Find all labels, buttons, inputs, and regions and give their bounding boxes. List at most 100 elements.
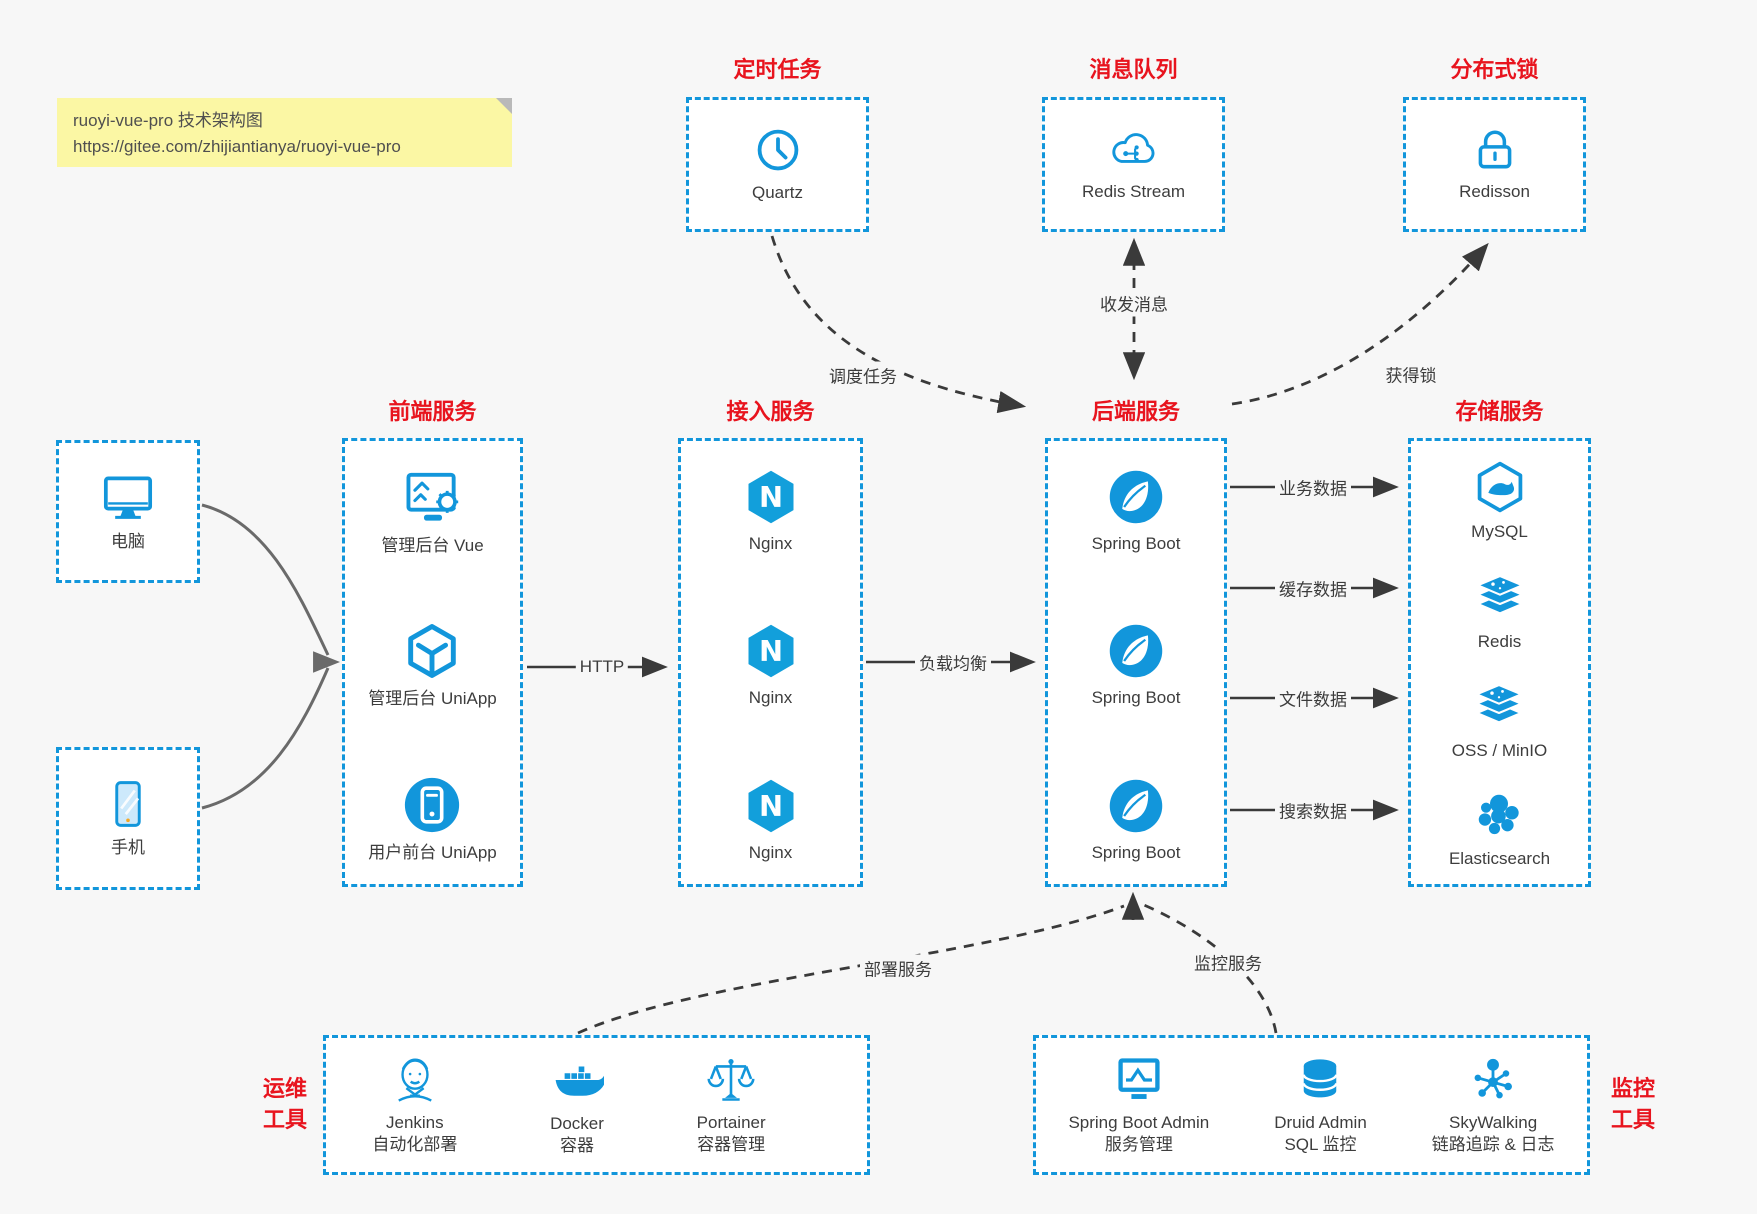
svg-text:N: N <box>758 789 782 823</box>
node-label: Redisson <box>1459 182 1530 202</box>
node-redis: Redis <box>1472 569 1528 653</box>
edge-monitor <box>1143 903 1278 1034</box>
jenkins-icon <box>389 1054 441 1106</box>
node-skywalking: SkyWalking 链路追踪 & 日志 <box>1432 1054 1555 1156</box>
node-label-title: SkyWalking <box>1449 1112 1538 1132</box>
node-label: 管理后台 Vue <box>381 536 484 555</box>
redis-stack-icon <box>1472 569 1528 625</box>
group-title-message-queue: 消息队列 <box>1089 57 1178 82</box>
admin-vue-icon <box>402 467 464 529</box>
column-title-frontend: 前端服务 <box>388 399 477 424</box>
node-admin-uniapp: 管理后台 UniApp <box>368 620 497 710</box>
node-label-title: Docker <box>550 1113 604 1133</box>
node-oss-minio: OSS / MinIO <box>1452 678 1547 762</box>
node-label-sub: 容器管理 <box>697 1135 766 1154</box>
node-label-title: Portainer <box>696 1112 766 1132</box>
node-admin-vue: 管理后台 Vue <box>381 467 484 557</box>
user-app-icon <box>401 774 463 836</box>
node-label: Elasticsearch <box>1448 848 1551 868</box>
node-springboot-2: Spring Boot <box>1092 621 1180 709</box>
node-label: Spring Boot <box>1091 842 1181 862</box>
node-label: OSS / MinIO <box>1451 741 1548 761</box>
node-label: Spring Boot <box>1091 534 1181 553</box>
node-label: MySQL <box>1471 522 1528 541</box>
edge-schedule <box>770 235 1027 414</box>
node-pc: 电脑 <box>100 469 156 553</box>
node-label-sub: 容器 <box>559 1136 594 1155</box>
node-label-sub: 链路追踪 & 日志 <box>1431 1135 1555 1154</box>
node-label-sub: SQL 监控 <box>1284 1135 1357 1154</box>
node-redisson: Redisson <box>1459 125 1530 203</box>
node-label: Nginx <box>748 534 793 553</box>
nginx-icon: N <box>741 776 801 836</box>
elasticsearch-cluster-icon <box>1472 788 1526 842</box>
uniapp-cube-icon <box>401 620 463 682</box>
side-label-monitor-tools: 监控 工具 <box>1610 1076 1656 1132</box>
node-label-sub: 自动化部署 <box>372 1135 458 1154</box>
lock-icon <box>1470 125 1520 175</box>
edge-label-lock: 获得锁 <box>1381 360 1441 388</box>
column-box-storage: MySQL Redis OSS / MinIO Elasticsearch <box>1408 438 1591 887</box>
group-title-scheduled-tasks: 定时任务 <box>733 57 822 82</box>
cloud-stream-icon <box>1106 125 1160 175</box>
edge-lock <box>1231 242 1489 406</box>
node-label: SkyWalking 链路追踪 & 日志 <box>1432 1112 1555 1156</box>
column-box-frontend: 管理后台 Vue 管理后台 UniApp 用户前台 UniApp <box>342 438 523 887</box>
client-box-pc: 电脑 <box>56 440 200 583</box>
node-mysql: MySQL <box>1471 459 1528 543</box>
mysql-dolphin-icon <box>1472 459 1528 515</box>
database-icon <box>1294 1054 1346 1106</box>
node-label-title: Spring Boot Admin <box>1068 1112 1210 1132</box>
node-quartz: Quartz <box>752 124 804 204</box>
edge-deploy <box>577 904 1125 1035</box>
node-label: Nginx <box>748 842 793 862</box>
sticky-note: ruoyi-vue-pro 技术架构图 https://gitee.com/zh… <box>57 98 512 167</box>
edge-label-search-data: 搜索数据 <box>1275 796 1351 824</box>
nginx-icon: N <box>741 467 801 527</box>
node-user-uniapp: 用户前台 UniApp <box>368 774 497 864</box>
edge-label-schedule: 调度任务 <box>825 361 901 389</box>
edge-label-load-balance: 负载均衡 <box>915 648 991 676</box>
node-label: 管理后台 UniApp <box>368 689 497 709</box>
edge-label-message: 收发消息 <box>1096 289 1172 317</box>
node-nginx-3: N Nginx <box>741 776 801 864</box>
node-docker: Docker 容器 <box>550 1053 604 1157</box>
client-box-phone: 手机 <box>56 747 200 890</box>
node-label: Redis <box>1477 631 1522 651</box>
edge-label-monitor: 监控服务 <box>1190 948 1266 976</box>
node-label: 电脑 <box>111 532 145 552</box>
edge-pc-to-frontend <box>201 503 330 656</box>
docker-whale-icon <box>550 1053 604 1107</box>
group-box-message-queue: Redis Stream <box>1042 97 1225 232</box>
node-label: 用户前台 UniApp <box>368 842 497 862</box>
topology-icon <box>1467 1054 1519 1106</box>
spring-leaf-icon <box>1106 621 1166 681</box>
node-portainer: Portainer 容器管理 <box>697 1054 766 1156</box>
node-label: Redis Stream <box>1082 182 1185 202</box>
edge-label-file-data: 文件数据 <box>1275 684 1351 712</box>
node-label: Quartz <box>751 183 804 203</box>
edge-label-cache-data: 缓存数据 <box>1275 574 1351 602</box>
edge-label-business-data: 业务数据 <box>1275 473 1351 501</box>
side-label-ops-tools: 运维 工具 <box>262 1076 308 1132</box>
node-label: Portainer 容器管理 <box>697 1112 766 1156</box>
storage-stack-icon <box>1471 678 1527 734</box>
group-box-scheduled-tasks: Quartz <box>686 97 869 232</box>
node-springboot-3: Spring Boot <box>1091 776 1181 864</box>
group-title-distributed-lock: 分布式锁 <box>1450 57 1539 82</box>
mobile-icon <box>101 777 155 831</box>
monitor-chart-icon <box>1113 1054 1165 1106</box>
note-url: https://gitee.com/zhijiantianya/ruoyi-vu… <box>73 136 401 156</box>
scales-icon <box>705 1054 757 1106</box>
svg-text:N: N <box>758 634 782 668</box>
column-box-backend: Spring Boot Spring Boot Spring Boot <box>1045 438 1227 887</box>
spring-leaf-icon <box>1106 776 1166 836</box>
node-springboot-1: Spring Boot <box>1091 467 1181 555</box>
